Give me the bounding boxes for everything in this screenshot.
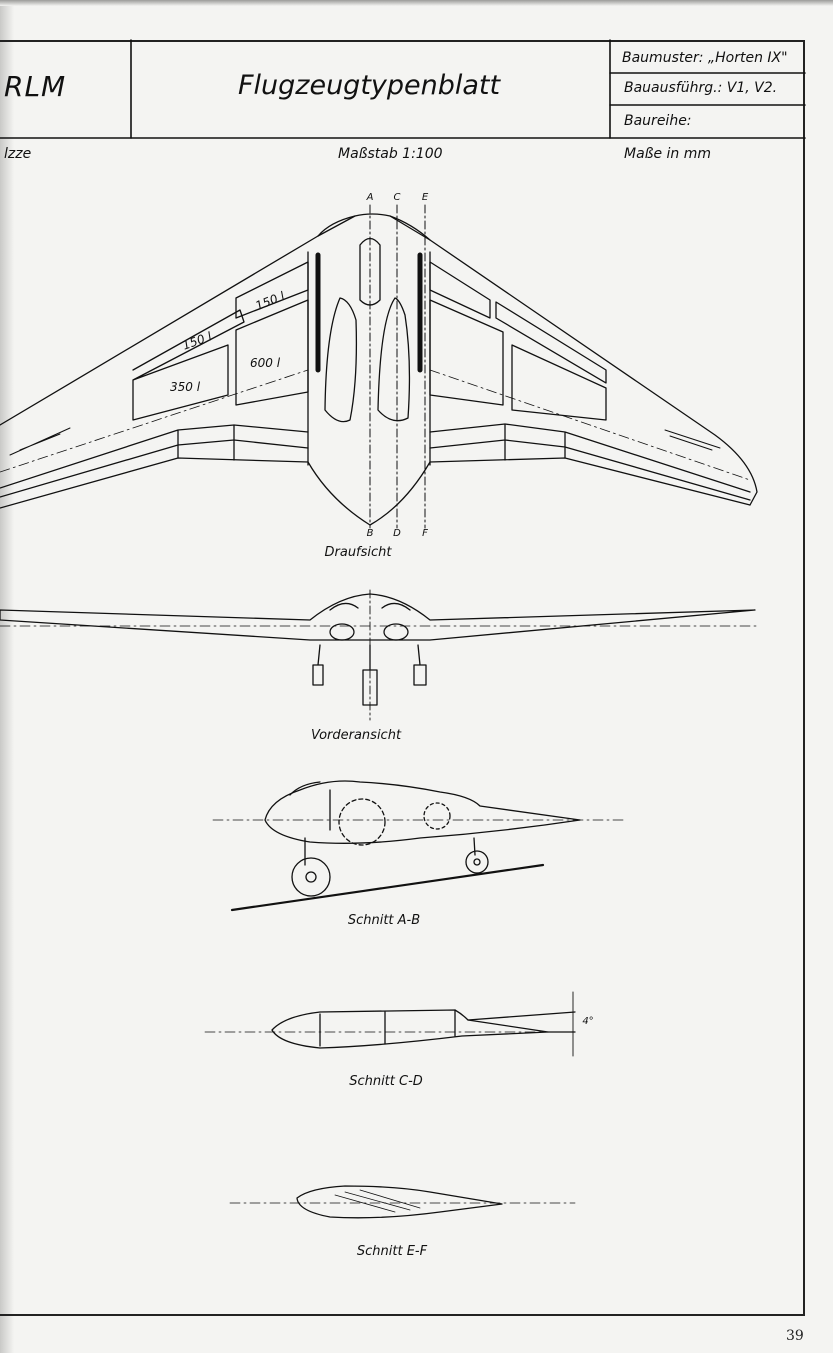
front-left-gear [312, 644, 324, 686]
plan-centreline-right [429, 369, 751, 481]
section-ab-canopy [289, 781, 331, 831]
section-ab-ground-line [230, 863, 545, 912]
page-number: 39 [786, 1328, 804, 1344]
front-canopy-humps [329, 602, 411, 611]
section-marker-e: E [421, 192, 429, 203]
section-ef [229, 1185, 576, 1219]
baumuster-label: Baumuster: „Horten IX" [622, 50, 788, 66]
plan-centreline-left [0, 369, 309, 473]
section-ef-profile [296, 1185, 503, 1219]
org-label: RLM [4, 70, 67, 103]
plan-right-tank-inner [429, 299, 504, 406]
front-right-intake [383, 623, 409, 641]
page-gutter-shadow [0, 0, 14, 1353]
bauausfuehrung-label: Bauausführg.: V1, V2. [624, 80, 778, 96]
tank-label-left-outer-bottom: 350 l [169, 380, 201, 394]
section-cd-engine [319, 1009, 456, 1047]
front-wing [0, 593, 756, 641]
drawing-sheet-frame [0, 40, 805, 1316]
front-nose-gear [362, 644, 378, 706]
caption-front-view: Vorderansicht [310, 728, 402, 743]
plan-nose [317, 213, 431, 241]
title-block-grid [0, 39, 806, 139]
section-ab-main-wheel-hub [305, 871, 317, 883]
section-ab-rear-gear [473, 837, 476, 856]
plan-left-wingtip-detail [9, 427, 71, 456]
caption-section-ab: Schnitt A-B [347, 913, 421, 928]
section-cd-profile [271, 1009, 549, 1049]
caption-plan-view: Draufsicht [324, 545, 392, 560]
tank-label-left-inner-bottom: 600 l [249, 356, 281, 370]
plan-left-elevon [0, 424, 309, 498]
section-ab-rear-wheel [465, 850, 489, 874]
scale-label: Maßstab 1:100 [338, 146, 443, 162]
front-view [0, 589, 761, 721]
section-marker-a: A [366, 192, 374, 203]
section-ab-main-wheel [291, 857, 331, 897]
sheet-title: Flugzeugtypenblatt [238, 70, 501, 101]
plan-left-tank-inner [235, 261, 309, 406]
section-ab-profile [264, 780, 581, 844]
plan-right-elevon [429, 423, 751, 501]
section-marker-c: C [393, 192, 401, 203]
plan-left-tank-outer [132, 309, 245, 421]
section-cd-angle-lines [467, 1011, 576, 1033]
plan-centre-section [307, 251, 431, 466]
plan-left-trailing-edge [0, 457, 371, 526]
sketch-label: lzze [4, 146, 32, 162]
plan-left-engine [324, 297, 358, 423]
section-marker-b: B [366, 528, 374, 539]
front-right-gear [413, 644, 427, 686]
plan-right-leading-edge [389, 215, 758, 506]
front-left-intake [329, 623, 355, 641]
section-ab [212, 780, 626, 912]
plan-right-wingtip-detail [664, 429, 721, 451]
baureihe-label: Baureihe: [624, 113, 692, 129]
section-ef-hatching [334, 1189, 421, 1213]
caption-section-cd: Schnitt C-D [349, 1074, 423, 1089]
section-marker-f: F [422, 528, 428, 539]
section-cd [204, 991, 579, 1057]
units-label: Maße in mm [624, 146, 712, 162]
plan-right-engine [377, 297, 411, 422]
plan-right-tank-outer [429, 261, 607, 421]
section-ab-rear-ring [423, 802, 451, 830]
caption-section-ef: Schnitt E-F [356, 1244, 428, 1259]
section-ab-rear-wheel-hub [473, 858, 481, 866]
plan-view [0, 204, 758, 529]
section-marker-d: D [393, 528, 401, 539]
section-ab-engine-ring [338, 798, 386, 846]
page-top-edge [0, 0, 833, 6]
plan-right-trailing-edge [369, 457, 751, 526]
angle-label: 4° [582, 1016, 594, 1027]
plan-cockpit [359, 237, 381, 306]
